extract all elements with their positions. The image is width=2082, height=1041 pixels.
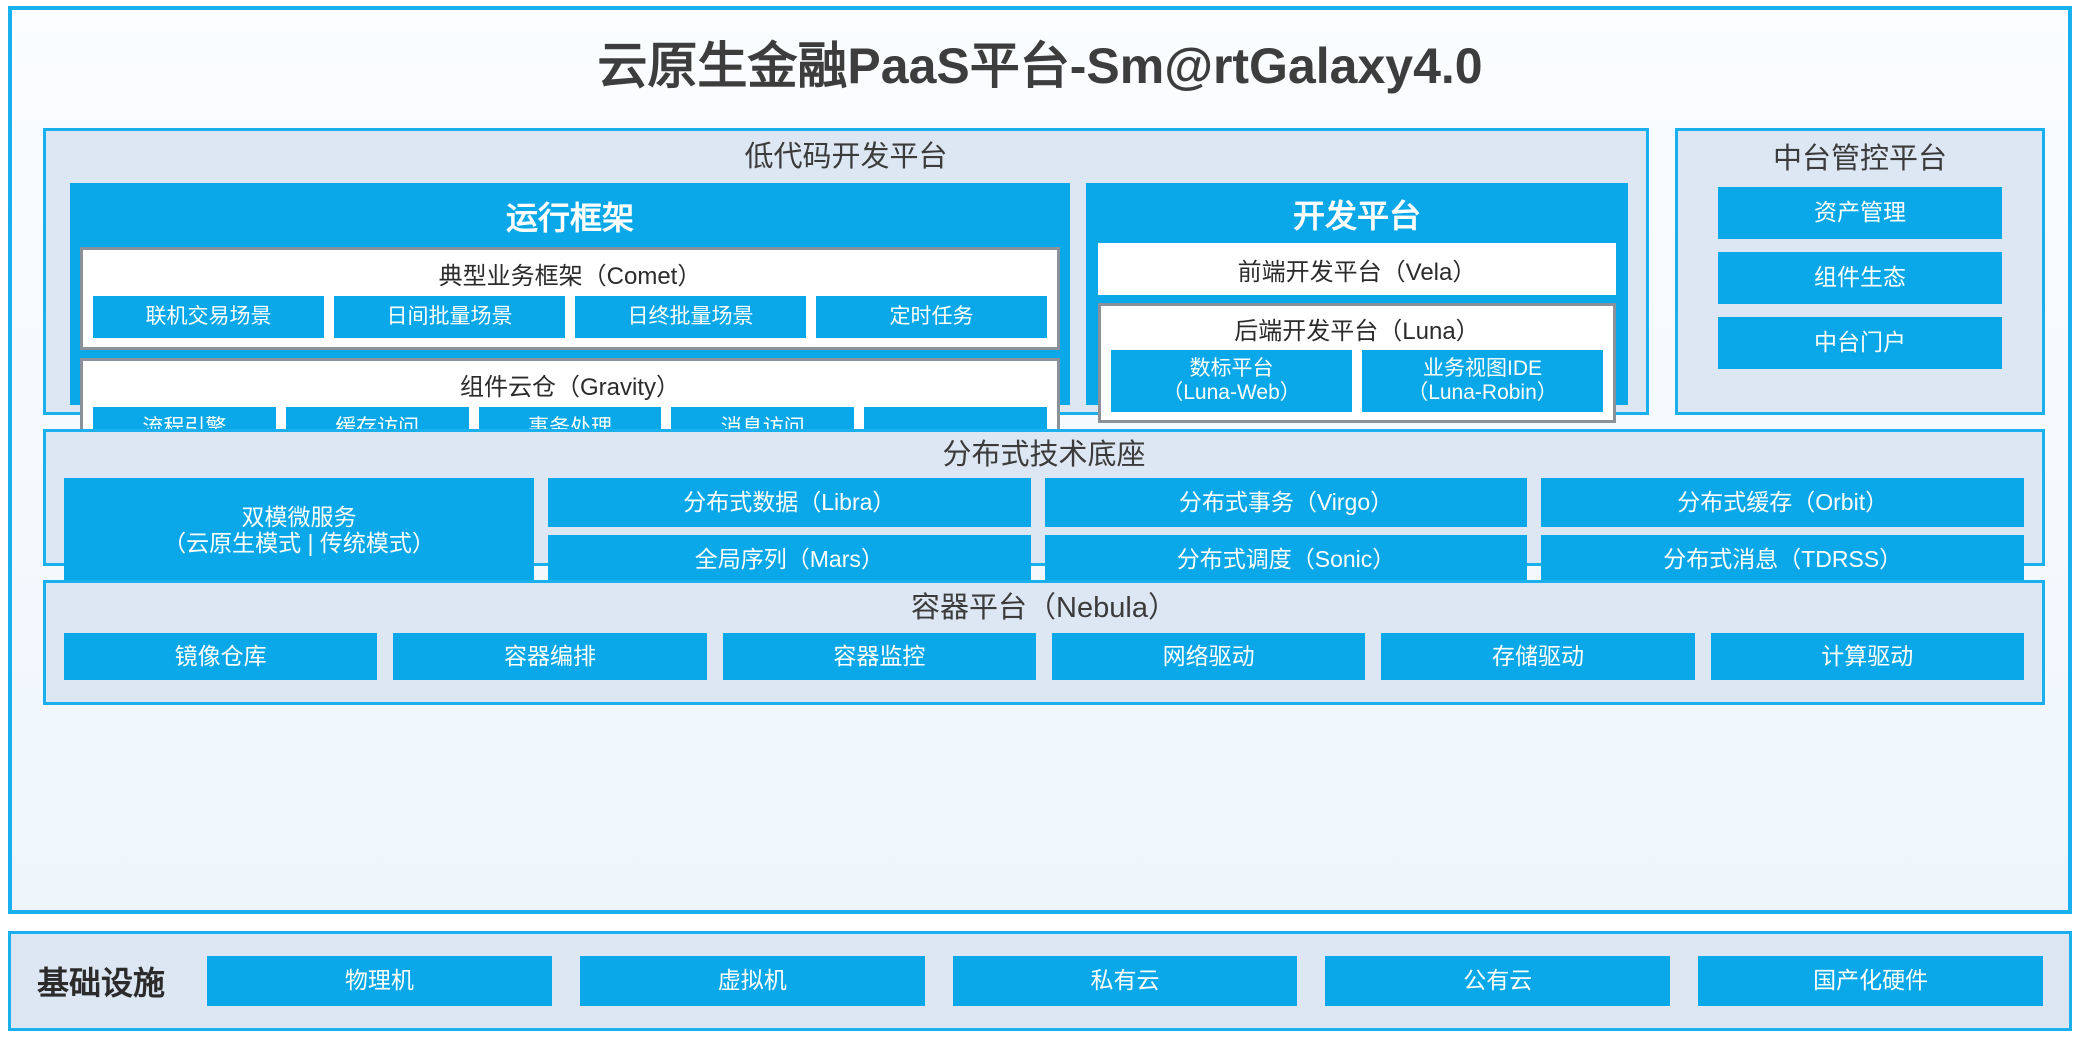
tech-item-libra[interactable]: 分布式数据（Libra） (548, 478, 1031, 527)
container-item-orchestration[interactable]: 容器编排 (393, 633, 707, 680)
comet-item-online-transaction[interactable]: 联机交易场景 (93, 296, 324, 338)
dual-mode-microservice[interactable]: 双模微服务 （云原生模式 | 传统模式） (64, 478, 534, 584)
container-item-monitoring[interactable]: 容器监控 (722, 633, 1036, 680)
runtime-framework-block: 运行框架 典型业务框架（Comet） 联机交易场景 日间批量场景 日终批量场景 … (70, 183, 1070, 461)
tech-item-tdrss[interactable]: 分布式消息（TDRSS） (1541, 535, 2025, 584)
runtime-framework-title: 运行框架 (505, 200, 634, 236)
distributed-tech-panel: 分布式技术底座 双模微服务 （云原生模式 | 传统模式） 分布式数据（Libra… (43, 429, 2045, 584)
distributed-tech-body: 双模微服务 （云原生模式 | 传统模式） 分布式数据（Libra） 全局序列（M… (46, 470, 2042, 584)
dev-platform-block: 开发平台 前端开发平台（Vela） 后端开发平台（Luna） 数标平台 （Lun… (1086, 183, 1628, 423)
vela-frontend-platform[interactable]: 前端开发平台（Vela） (1098, 243, 1616, 295)
midplatform-item-component-ecosystem[interactable]: 组件生态 (1718, 252, 2002, 304)
comet-chip-row: 联机交易场景 日间批量场景 日终批量场景 定时任务 (83, 296, 1057, 338)
container-item-network-driver[interactable]: 网络驱动 (1051, 633, 1366, 680)
container-platform-panel: 容器平台（Nebula） 镜像仓库 容器编排 容器监控 网络驱动 存储驱动 计算… (43, 580, 2045, 705)
luna-web-code: （Luna-Web） (1162, 381, 1301, 404)
midplatform-title: 中台管控平台 (1772, 143, 1947, 175)
page-title: 云原生金融PaaS平台-Sm@rtGalaxy4.0 (597, 38, 1483, 94)
container-item-image-registry[interactable]: 镜像仓库 (64, 633, 378, 680)
midplatform-item-portal[interactable]: 中台门户 (1718, 317, 2002, 369)
tech-item-virgo[interactable]: 分布式事务（Virgo） (1044, 478, 1528, 527)
luna-item-luna-web[interactable]: 数标平台 （Luna-Web） (1111, 350, 1352, 412)
container-platform-title: 容器平台（Nebula） (911, 592, 1177, 624)
luna-web-name: 数标平台 (1189, 357, 1274, 381)
tech-column-2: 分布式事务（Virgo） 分布式调度（Sonic） (1044, 478, 1528, 584)
luna-robin-code: （Luna-Robin） (1407, 381, 1558, 404)
luna-robin-name: 业务视图IDE (1422, 357, 1542, 381)
infra-item-physical-machine[interactable]: 物理机 (207, 956, 552, 1006)
infra-item-public-cloud[interactable]: 公有云 (1325, 956, 1671, 1006)
midplatform-item-asset-management[interactable]: 资产管理 (1718, 187, 2002, 239)
tech-column-1: 分布式数据（Libra） 全局序列（Mars） (548, 478, 1031, 584)
dev-platform-title: 开发平台 (1292, 198, 1421, 234)
infra-item-domestic-hardware[interactable]: 国产化硬件 (1698, 956, 2043, 1006)
luna-chip-row: 数标平台 （Luna-Web） 业务视图IDE （Luna-Robin） (1101, 350, 1613, 412)
tech-item-mars[interactable]: 全局序列（Mars） (548, 535, 1031, 584)
container-platform-row: 镜像仓库 容器编排 容器监控 网络驱动 存储驱动 计算驱动 (46, 623, 2042, 680)
diagram-outer-frame: 云原生金融PaaS平台-Sm@rtGalaxy4.0 低代码开发平台 运行框架 … (8, 6, 2072, 914)
luna-item-luna-robin[interactable]: 业务视图IDE （Luna-Robin） (1362, 350, 1603, 412)
comet-item-scheduled-task[interactable]: 定时任务 (816, 296, 1047, 338)
dual-mode-modes: （云原生模式 | 传统模式） (163, 530, 435, 556)
comet-item-eod-batch[interactable]: 日终批量场景 (575, 296, 806, 338)
dual-mode-name: 双模微服务 (241, 504, 357, 531)
tech-item-sonic[interactable]: 分布式调度（Sonic） (1044, 535, 1528, 584)
tech-item-orbit[interactable]: 分布式缓存（Orbit） (1541, 478, 2025, 527)
container-item-storage-driver[interactable]: 存储驱动 (1381, 633, 1695, 680)
lowcode-platform-panel: 低代码开发平台 运行框架 典型业务框架（Comet） 联机交易场景 日间批量场景… (43, 128, 1649, 461)
comet-title: 典型业务框架（Comet） (438, 263, 702, 290)
comet-item-daytime-batch[interactable]: 日间批量场景 (334, 296, 565, 338)
comet-box: 典型业务框架（Comet） 联机交易场景 日间批量场景 日终批量场景 定时任务 (80, 247, 1060, 350)
tech-column-3: 分布式缓存（Orbit） 分布式消息（TDRSS） (1541, 478, 2025, 584)
container-item-compute-driver[interactable]: 计算驱动 (1710, 633, 2024, 680)
infra-item-virtual-machine[interactable]: 虚拟机 (579, 956, 925, 1006)
infrastructure-label: 基础设施 (37, 965, 166, 1001)
infrastructure-row: 物理机 虚拟机 私有云 公有云 国产化硬件 (207, 956, 2043, 1006)
gravity-title: 组件云仓（Gravity） (459, 374, 680, 401)
distributed-tech-title: 分布式技术底座 (942, 439, 1146, 471)
infrastructure-panel: 基础设施 物理机 虚拟机 私有云 公有云 国产化硬件 (8, 931, 2072, 1031)
luna-title: 后端开发平台（Luna） (1234, 318, 1480, 345)
midplatform-control-panel: 中台管控平台 资产管理 组件生态 中台门户 (1675, 128, 2045, 415)
luna-backend-platform-box: 后端开发平台（Luna） 数标平台 （Luna-Web） 业务视图IDE （Lu… (1098, 303, 1616, 423)
infra-item-private-cloud[interactable]: 私有云 (952, 956, 1298, 1006)
lowcode-platform-title: 低代码开发平台 (744, 141, 948, 173)
